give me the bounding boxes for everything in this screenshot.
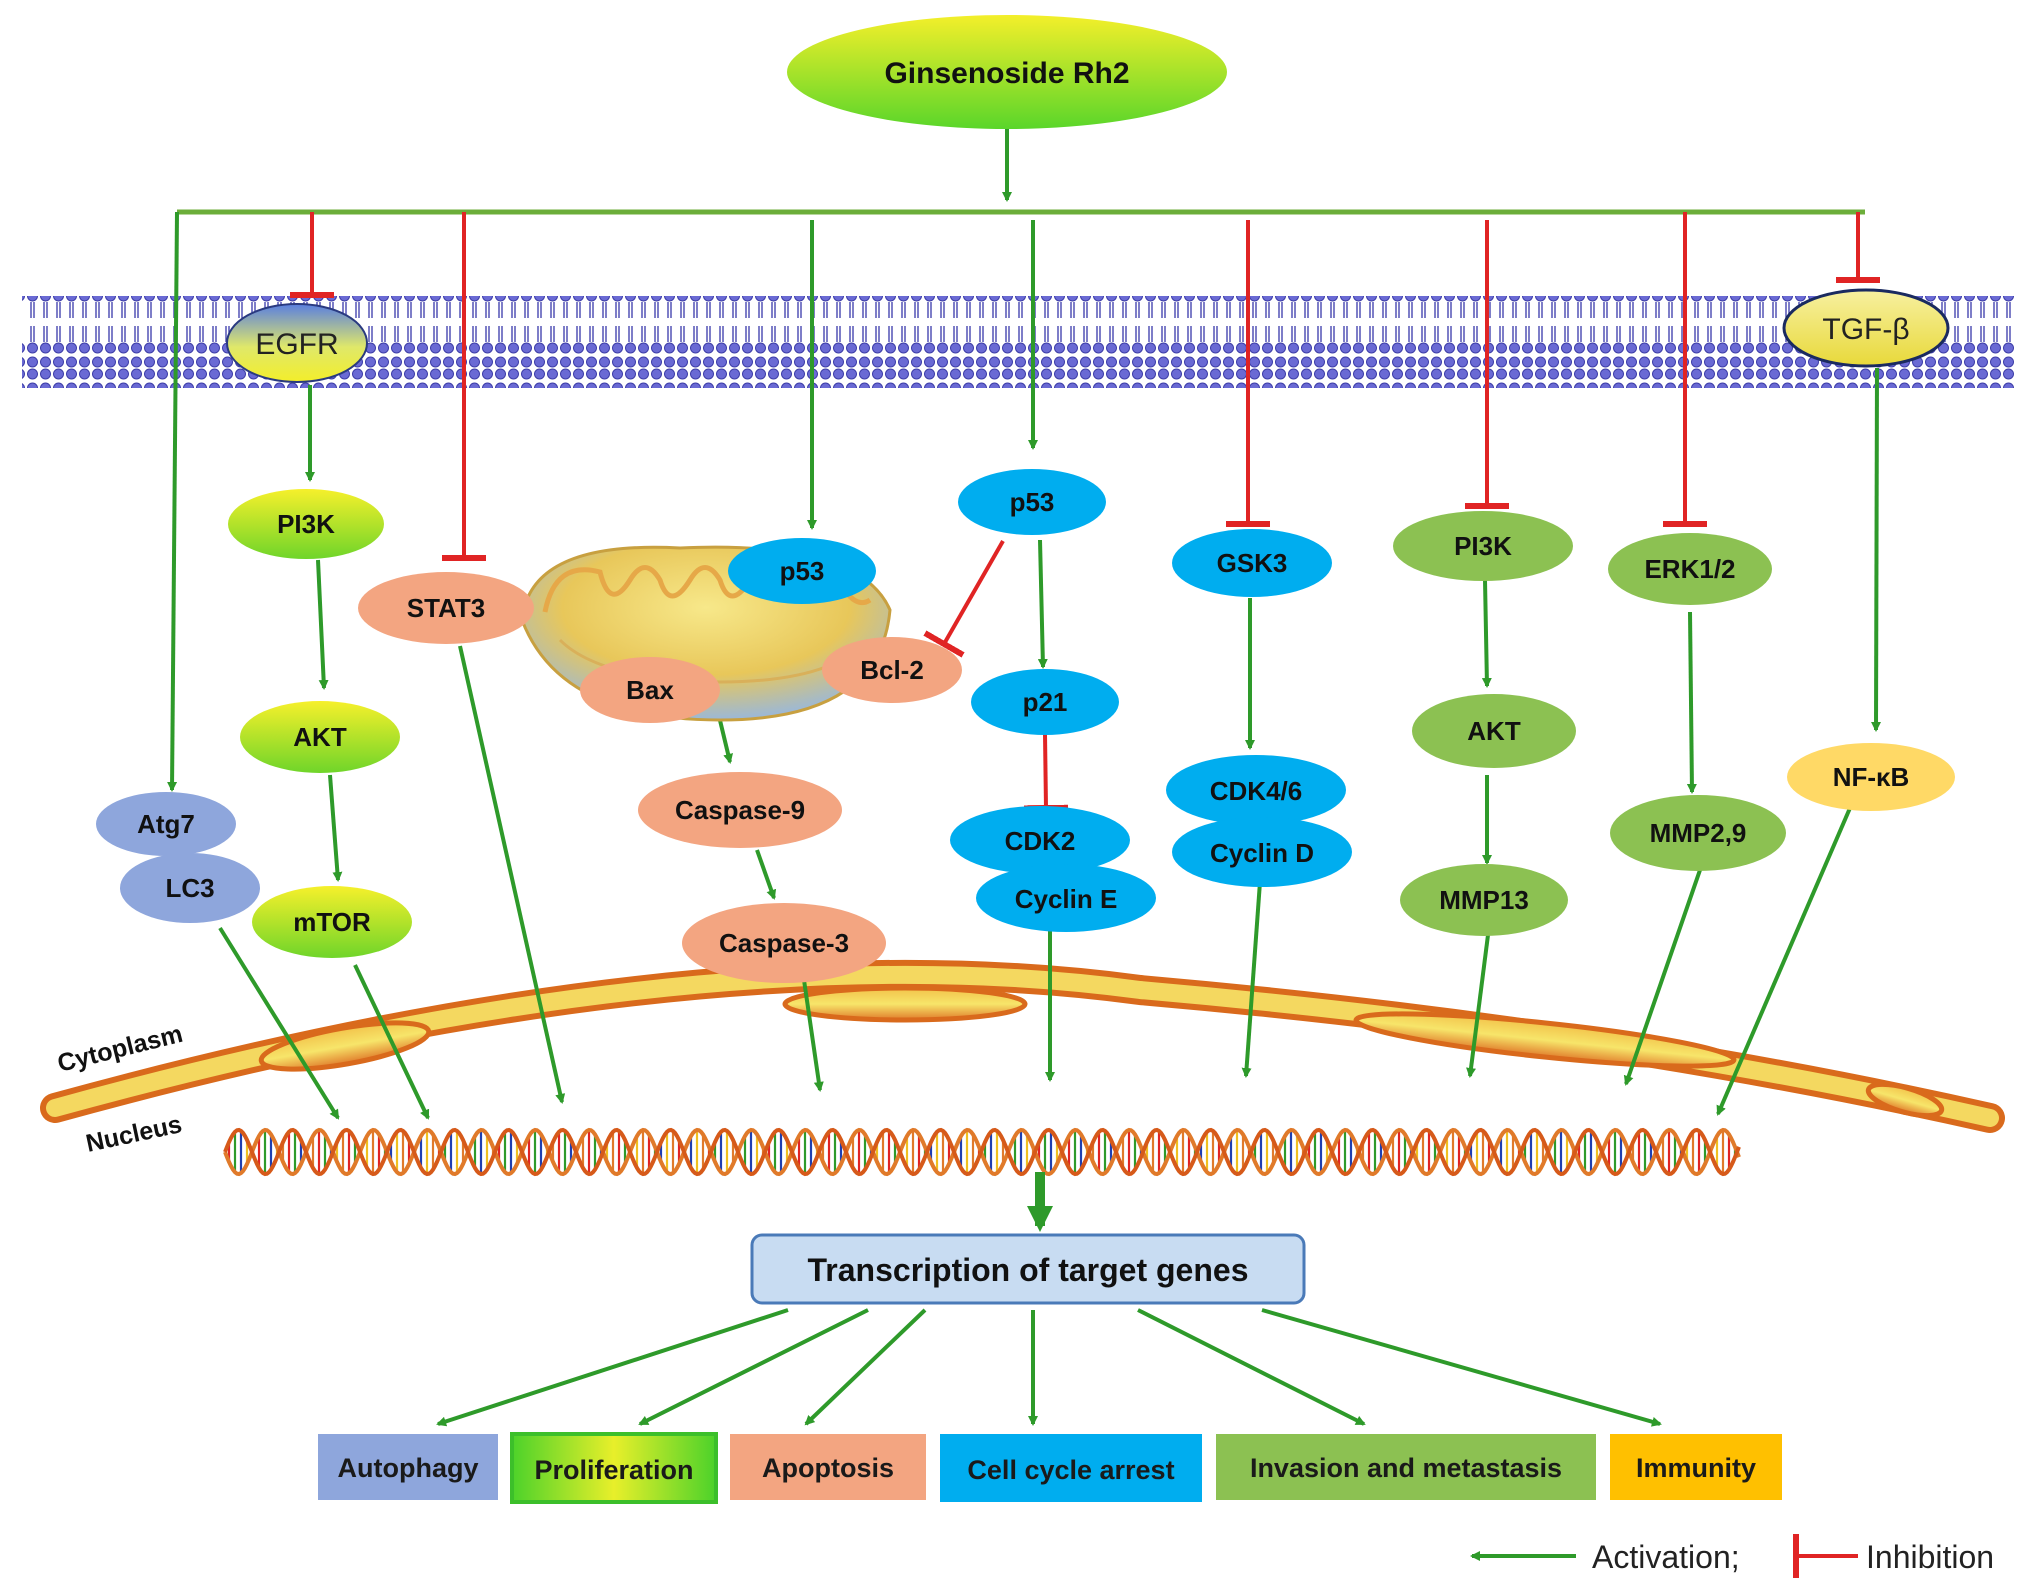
stat3-label: STAT3 bbox=[407, 593, 485, 623]
mmp13-label: MMP13 bbox=[1439, 885, 1529, 915]
nuclear-envelope bbox=[40, 959, 2005, 1133]
transcription-label: Transcription of target genes bbox=[808, 1252, 1249, 1288]
tgfb-label: TGF-β bbox=[1822, 313, 1909, 346]
cdk2-label: CDK2 bbox=[1005, 826, 1076, 856]
node-mmp13: MMP13 bbox=[1400, 864, 1568, 936]
node-mtor: mTOR bbox=[252, 886, 412, 958]
tgfb-receptor: TGF-β bbox=[1782, 288, 1950, 368]
nucleus-label: Nucleus bbox=[83, 1110, 184, 1158]
outcome-label: Proliferation bbox=[534, 1455, 693, 1485]
node-p53-mito: p53 bbox=[728, 538, 876, 604]
node-erk12: ERK1/2 bbox=[1608, 533, 1772, 605]
outcome-box bbox=[510, 1432, 718, 1504]
outcome-cell-cycle-arrest: Cell cycle arrest bbox=[940, 1434, 1202, 1502]
outcome-label: Autophagy bbox=[338, 1453, 479, 1483]
cdk46-label: CDK4/6 bbox=[1210, 776, 1302, 806]
bax-label: Bax bbox=[626, 675, 674, 705]
node-pi3k-right: PI3K bbox=[1393, 511, 1573, 581]
outcome-box bbox=[318, 1434, 498, 1500]
node-bcl2: Bcl-2 bbox=[822, 637, 962, 703]
akt-left-label: AKT bbox=[293, 722, 347, 752]
gsk3-label: GSK3 bbox=[1217, 548, 1288, 578]
atg7-label: Atg7 bbox=[137, 809, 195, 839]
pi3k-right-label: PI3K bbox=[1454, 531, 1512, 561]
node-cdk2-cyclin-e: CDK2 Cyclin E bbox=[950, 806, 1156, 932]
p21-label: p21 bbox=[1023, 687, 1068, 717]
caspase3-label: Caspase-3 bbox=[719, 928, 849, 958]
lc3-label: LC3 bbox=[165, 873, 214, 903]
egfr-receptor: EGFR bbox=[226, 303, 368, 383]
node-akt-right: AKT bbox=[1412, 694, 1576, 768]
drug-node: Ginsenoside Rh2 bbox=[787, 15, 1227, 129]
outcome-invasion-metastasis: Invasion and metastasis bbox=[1216, 1434, 1596, 1500]
arrows bbox=[167, 211, 1882, 1427]
outcome-immunity: Immunity bbox=[1610, 1434, 1782, 1500]
pi3k-left-label: PI3K bbox=[277, 509, 335, 539]
cyclin-e-label: Cyclin E bbox=[1015, 884, 1118, 914]
p53-center-label: p53 bbox=[1010, 487, 1055, 517]
nfkb-label: NF-κB bbox=[1833, 762, 1910, 792]
node-atg7-lc3: Atg7 LC3 bbox=[96, 792, 260, 923]
outcome-label: Immunity bbox=[1636, 1453, 1756, 1483]
outcome-box bbox=[1216, 1434, 1596, 1500]
legend: Activation; Inhibition bbox=[1470, 1534, 1994, 1578]
node-gsk3: GSK3 bbox=[1172, 529, 1332, 597]
dna-helix bbox=[223, 1127, 1741, 1177]
outcome-autophagy: Autophagy bbox=[318, 1434, 498, 1500]
node-bax: Bax bbox=[580, 657, 720, 723]
mtor-label: mTOR bbox=[293, 907, 371, 937]
outcomes: Autophagy Proliferation Apoptosis Cell c… bbox=[318, 1432, 1782, 1504]
node-akt-left: AKT bbox=[240, 701, 400, 773]
outcome-apoptosis: Apoptosis bbox=[730, 1434, 926, 1500]
node-cdk46-cyclin-d: CDK4/6 Cyclin D bbox=[1166, 755, 1352, 887]
node-nfkb: NF-κB bbox=[1787, 743, 1955, 811]
outcome-box bbox=[940, 1434, 1202, 1502]
mmp29-label: MMP2,9 bbox=[1650, 818, 1747, 848]
akt-right-label: AKT bbox=[1467, 716, 1521, 746]
distribution-lines bbox=[177, 118, 1865, 215]
egfr-label: EGFR bbox=[255, 328, 338, 361]
cyclin-d-label: Cyclin D bbox=[1210, 838, 1314, 868]
outcome-box bbox=[1610, 1434, 1782, 1500]
legend-activation-label: Activation; bbox=[1592, 1539, 1740, 1575]
node-pi3k-left: PI3K bbox=[228, 489, 384, 559]
node-mmp29: MMP2,9 bbox=[1610, 795, 1786, 871]
node-stat3: STAT3 bbox=[358, 572, 534, 644]
outcome-label: Invasion and metastasis bbox=[1250, 1453, 1562, 1483]
dna-strand bbox=[223, 1127, 1741, 1177]
erk12-label: ERK1/2 bbox=[1644, 554, 1735, 584]
transcription-box: Transcription of target genes bbox=[750, 1233, 1306, 1305]
node-p53-center: p53 bbox=[958, 469, 1106, 535]
node-caspase9: Caspase-9 bbox=[638, 772, 842, 848]
legend-inhibition-label: Inhibition bbox=[1866, 1539, 1994, 1575]
caspase9-label: Caspase-9 bbox=[675, 795, 805, 825]
outcome-box bbox=[730, 1434, 926, 1500]
node-caspase3: Caspase-3 bbox=[682, 903, 886, 983]
outcome-proliferation: Proliferation bbox=[510, 1432, 718, 1504]
node-p21: p21 bbox=[971, 669, 1119, 735]
outcome-label: Apoptosis bbox=[762, 1453, 894, 1483]
arrow-to-atg7 bbox=[167, 211, 179, 792]
drug-label: Ginsenoside Rh2 bbox=[884, 57, 1129, 90]
outcome-label: Cell cycle arrest bbox=[967, 1455, 1174, 1485]
bcl2-label: Bcl-2 bbox=[860, 655, 924, 685]
p53-mito-label: p53 bbox=[780, 556, 825, 586]
